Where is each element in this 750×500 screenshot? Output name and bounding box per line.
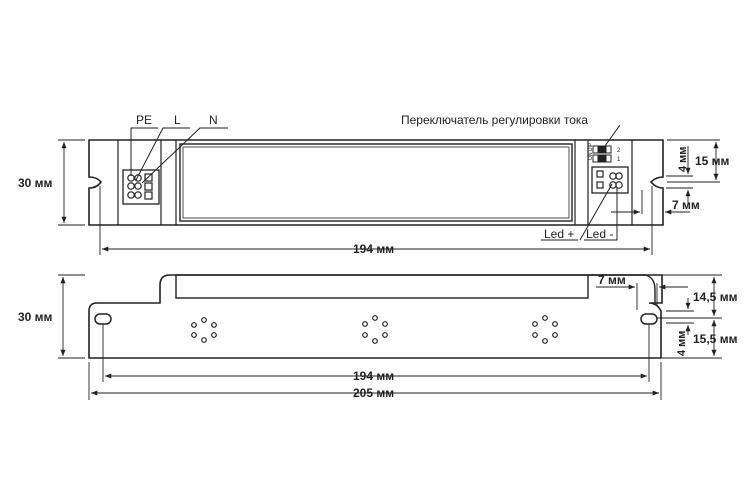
led-terminal-block bbox=[591, 166, 629, 194]
led-plus-label: Led + bbox=[544, 227, 574, 241]
label-n: N bbox=[209, 113, 218, 127]
top-view-labels: PE L N Переключатель регулировки тока Le… bbox=[136, 113, 621, 241]
vent-holes-1 bbox=[191, 317, 217, 343]
label-pe: PE bbox=[136, 113, 152, 127]
top-view bbox=[88, 124, 664, 241]
dip-1-label: 1 bbox=[617, 157, 621, 163]
side-view bbox=[88, 274, 663, 359]
led-minus-label: Led - bbox=[586, 227, 613, 241]
dip-on-label: ON DIP bbox=[588, 142, 594, 160]
mount-slot-right bbox=[640, 313, 658, 325]
top-length-dim: 194 мм bbox=[353, 242, 394, 256]
dip-2-label: 2 bbox=[617, 148, 621, 154]
total-length-dim: 205 мм bbox=[353, 386, 394, 400]
slot-dim: 4 мм bbox=[676, 331, 688, 356]
notch-depth-dim: 4 мм bbox=[677, 147, 689, 172]
side-view-dimensions bbox=[58, 274, 722, 400]
mount-slot-left bbox=[94, 313, 112, 325]
notch-center-dim: 15 мм bbox=[695, 154, 730, 168]
label-l: L bbox=[174, 113, 181, 127]
notch-offset-dim: 7 мм bbox=[672, 198, 700, 212]
side-height-dim: 30 мм bbox=[18, 310, 53, 324]
top-height-dim: 30 мм bbox=[18, 176, 53, 190]
upper-dim: 14,5 мм bbox=[693, 290, 738, 304]
switch-label: Переключатель регулировки тока bbox=[401, 113, 588, 127]
vent-holes-3 bbox=[532, 315, 558, 344]
top-view-dimensions bbox=[58, 139, 720, 255]
side-body-outline bbox=[88, 274, 663, 359]
lower-dim: 15,5 мм bbox=[693, 332, 738, 346]
hole-spacing-dim: 194 мм bbox=[353, 369, 394, 383]
label-window bbox=[179, 143, 573, 222]
hole-offset-dim: 7 мм bbox=[598, 273, 626, 287]
top-body-outline bbox=[88, 139, 664, 226]
dip-switch bbox=[592, 145, 612, 163]
vent-holes-2 bbox=[362, 315, 388, 344]
